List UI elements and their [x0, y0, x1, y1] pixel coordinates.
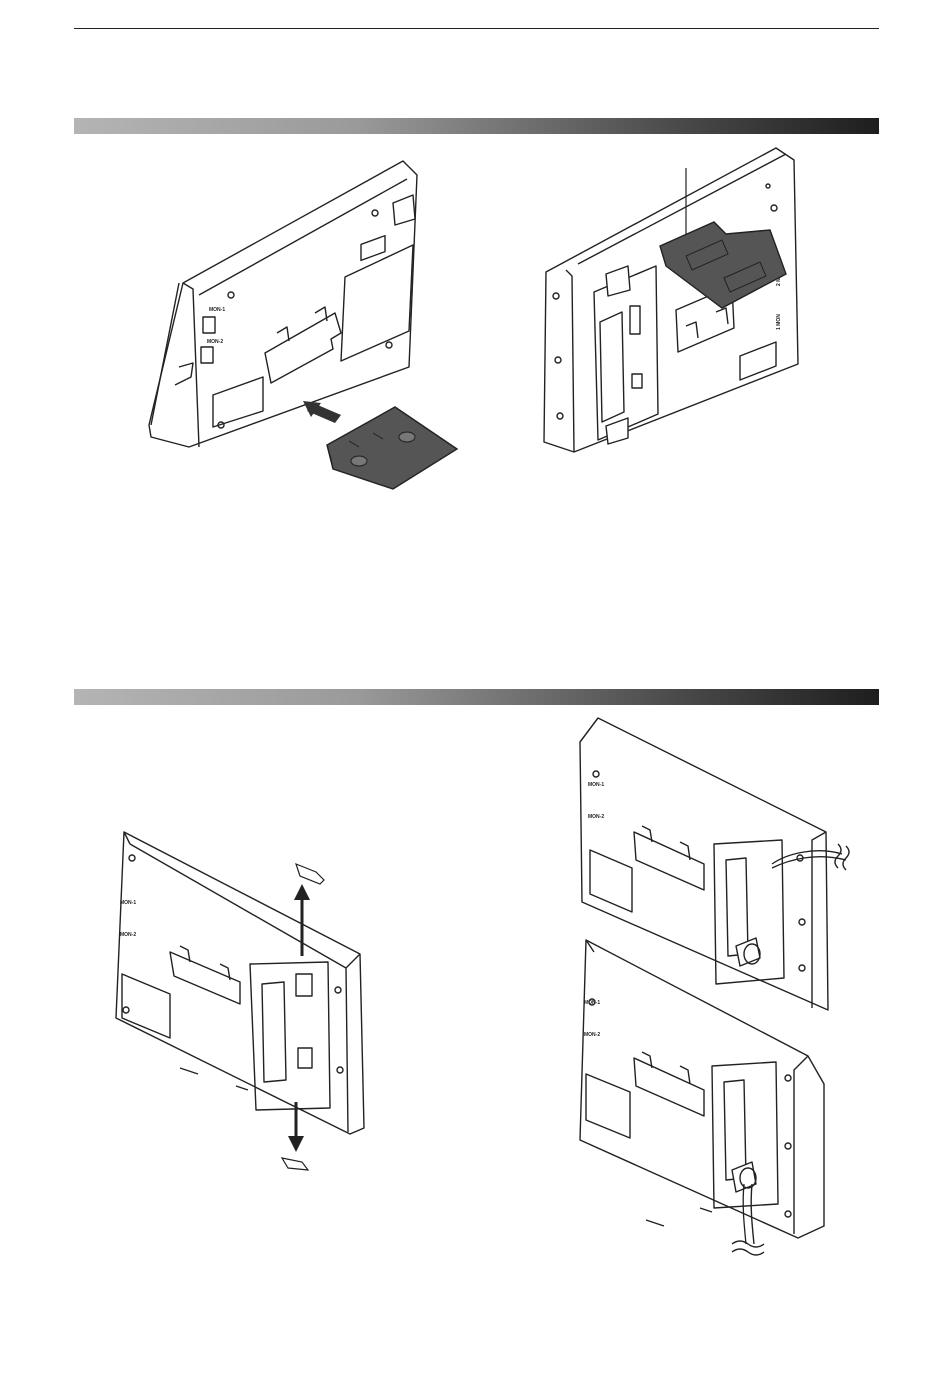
- section-bar-1: [74, 118, 879, 134]
- figure-plate-attached: 2 MON 1 MON: [536, 146, 802, 458]
- mounting-plate: [327, 407, 457, 489]
- port-label-1mon: 1 MON: [776, 314, 782, 330]
- port-label-1: MON-1: [120, 900, 136, 906]
- bottom-cover-cap: [282, 1158, 308, 1170]
- top-rule: [74, 28, 879, 29]
- cable-routing-illustration: MON-1 MON-2 MON-1 MON-2: [576, 714, 862, 1260]
- figure-remove-covers: MON-1 MON-2: [110, 828, 372, 1178]
- remove-covers-illustration: MON-1 MON-2: [110, 828, 372, 1178]
- port-label-lower-2: MON-2: [584, 1032, 600, 1038]
- port-label-1: MON-1: [209, 307, 225, 313]
- port-label-upper-1: MON-1: [588, 782, 604, 788]
- attach-plate-illustration: MON-1 MON-2: [145, 155, 465, 495]
- port-label-2: MON-2: [120, 932, 136, 938]
- arrow-up-left-icon: [303, 401, 341, 423]
- figure-attach-plate: MON-1 MON-2: [145, 155, 465, 495]
- section-bar-2: [74, 689, 879, 705]
- port-label-2: MON-2: [207, 339, 223, 345]
- plate-attached-illustration: 2 MON 1 MON: [536, 146, 802, 458]
- top-cover-cap: [296, 864, 324, 884]
- port-label-upper-2: MON-2: [588, 814, 604, 820]
- port-label-lower-1: MON-1: [584, 1000, 600, 1006]
- figure-cable-routing: MON-1 MON-2 MON-1 MON-2: [576, 714, 862, 1260]
